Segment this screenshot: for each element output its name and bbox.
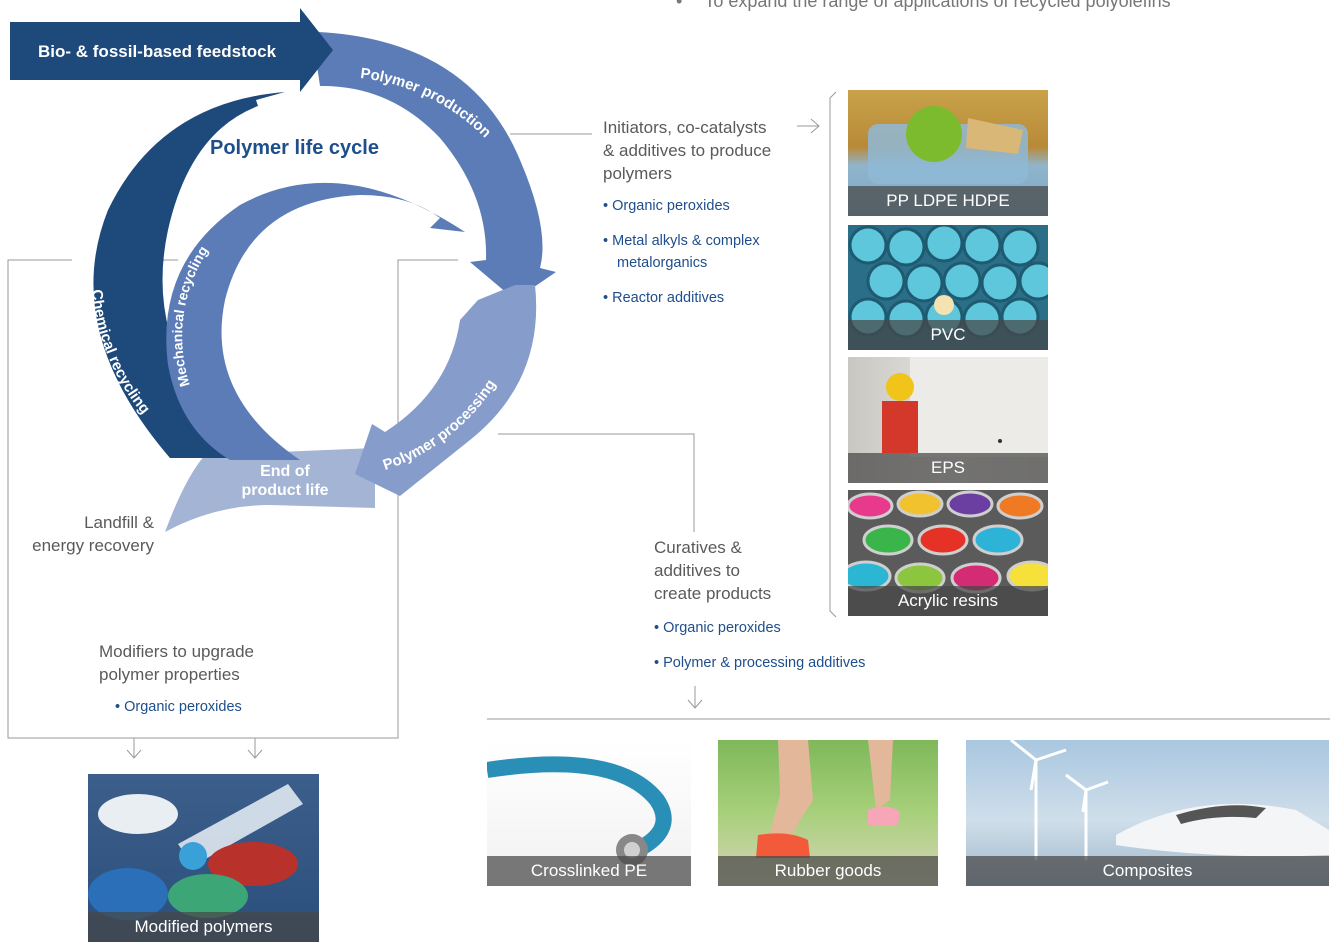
photo-caption: Crosslinked PE	[487, 856, 691, 886]
initiators-list-item: • Organic peroxides	[603, 198, 730, 214]
photo-eps: EPS	[848, 357, 1048, 483]
photo-crosslinked-pe: Crosslinked PE	[487, 740, 691, 886]
curatives-heading: Curatives & additives to create products	[654, 536, 954, 605]
cycle-title: Polymer life cycle	[210, 137, 379, 159]
curatives-heading-line1: Curatives &	[654, 538, 742, 557]
mechanical-recycling-arrow	[166, 182, 465, 460]
initiators-list-item-cont: metalorganics	[617, 255, 708, 271]
polymer-production-arrow	[315, 32, 556, 300]
top-bullet: • To expand the range of applications of …	[676, 0, 1171, 12]
end-of-life-arrow	[165, 448, 375, 532]
end-of-life-line2: product life	[241, 482, 328, 499]
chemical-recycling-arrow	[93, 92, 285, 458]
curatives-list-item: • Polymer & processing additives	[654, 655, 866, 671]
modifiers-heading: Modifiers to upgrade polymer properties	[99, 640, 319, 686]
photo-acrylic-resins: Acrylic resins	[848, 490, 1048, 616]
photo-caption: Rubber goods	[718, 856, 938, 886]
photo-composites: Composites	[966, 740, 1329, 886]
initiators-block: Initiators, co-catalysts & additives to …	[603, 116, 813, 309]
photo-pp-ldpe-hdpe: PP LDPE HDPE	[848, 90, 1048, 216]
photo-caption: Composites	[966, 856, 1329, 886]
initiators-heading-line3: polymers	[603, 164, 672, 183]
photo-rubber-goods: Rubber goods	[718, 740, 938, 886]
modifiers-list-item: • Organic peroxides	[115, 699, 242, 715]
landfill-line1: Landfill &	[84, 513, 154, 532]
photo-caption: PP LDPE HDPE	[848, 186, 1048, 216]
feedstock-label: Bio- & fossil-based feedstock	[38, 42, 277, 61]
landfill-text: Landfill & energy recovery	[14, 511, 154, 557]
bullet-dot: •	[676, 0, 683, 11]
photo-caption: Acrylic resins	[848, 586, 1048, 616]
photo-caption: EPS	[848, 453, 1048, 483]
photo-caption: Modified polymers	[88, 912, 319, 942]
modifiers-heading-line2: polymer properties	[99, 665, 240, 684]
photo-modified-polymers: Modified polymers	[88, 774, 319, 942]
top-bullet-text: To expand the range of applications of r…	[704, 0, 1171, 11]
initiators-list-item: • Reactor additives	[603, 290, 725, 306]
feedstock-arrow	[10, 8, 333, 92]
initiators-heading-line2: & additives to produce	[603, 141, 772, 160]
initiators-list-item: • Metal alkyls & complex	[603, 233, 760, 249]
curatives-heading-line3: create products	[654, 584, 772, 603]
curatives-list-item: • Organic peroxides	[654, 620, 781, 636]
curatives-heading-line2: additives to	[654, 561, 740, 580]
polymer-processing-arrow	[355, 285, 537, 496]
photo-caption: PVC	[848, 320, 1048, 350]
initiators-heading: Initiators, co-catalysts & additives to …	[603, 116, 813, 185]
modifiers-block: Modifiers to upgrade polymer properties …	[99, 640, 319, 718]
modifiers-heading-line1: Modifiers to upgrade	[99, 642, 254, 661]
connector-lines	[7, 91, 1330, 739]
photo-pvc: PVC	[848, 225, 1048, 350]
end-of-life-line1: End of	[260, 463, 310, 480]
initiators-heading-line1: Initiators, co-catalysts	[603, 118, 767, 137]
curatives-block: Curatives & additives to create products…	[654, 536, 954, 674]
landfill-line2: energy recovery	[32, 536, 154, 555]
open-arrows	[126, 118, 820, 759]
